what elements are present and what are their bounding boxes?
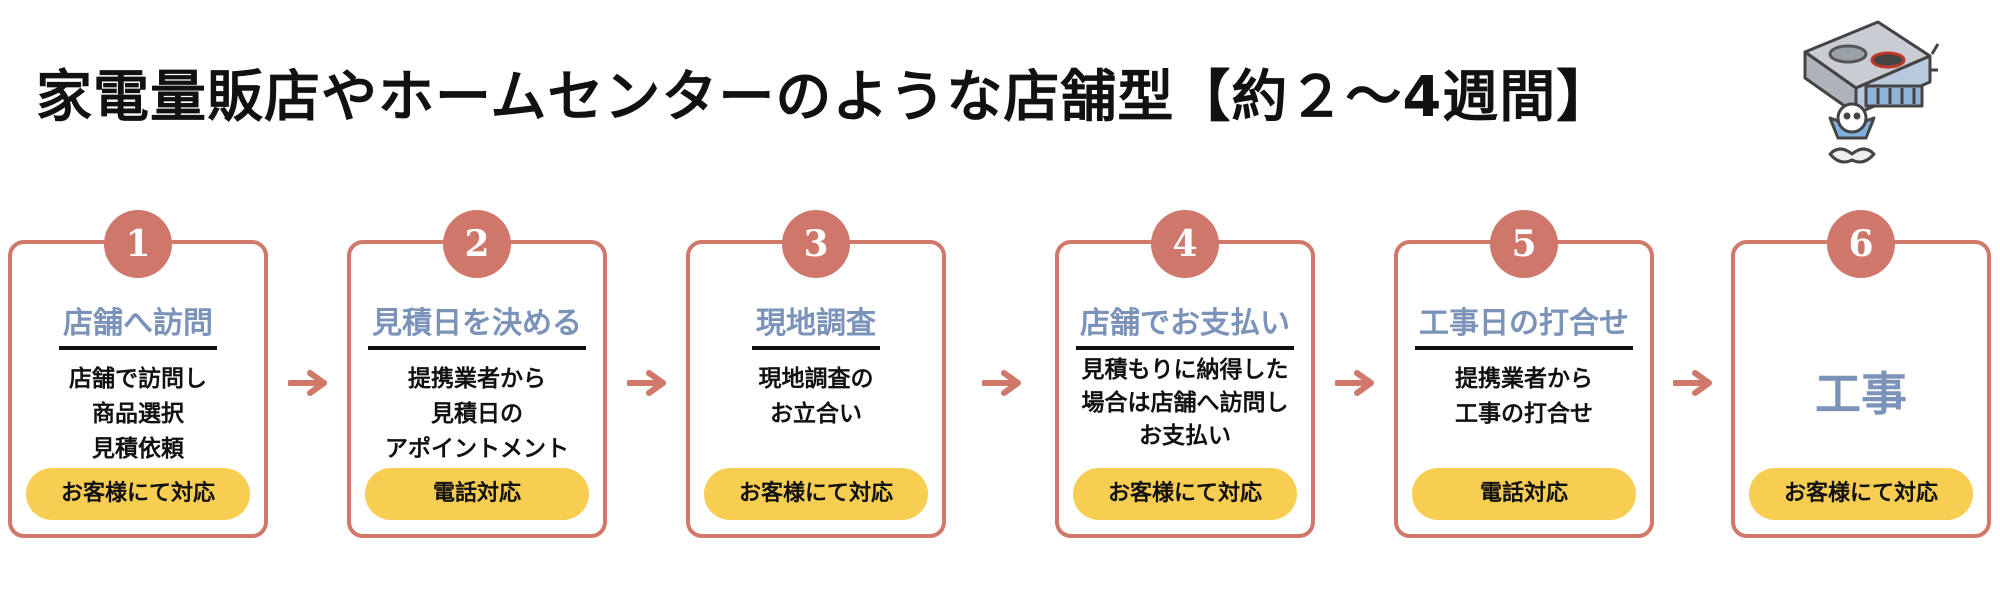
- step-description: 店舗で訪問し 商品選択 見積依頼: [12, 362, 264, 467]
- step-card-3: 3 現地調査 現地調査の お立合い お客様にて対応: [686, 210, 946, 538]
- step-number-badge: 6: [1827, 210, 1895, 278]
- step-description-line: 見積日の: [431, 401, 523, 427]
- step-description-line: 見積もりに納得した: [1081, 357, 1289, 383]
- step-card-6: 6 工事 お客様にて対応: [1731, 210, 1991, 538]
- step-description-line: 現地調査の: [758, 366, 874, 392]
- step-heading: 店舗でお支払い: [1076, 304, 1294, 350]
- step-description: 見積もりに納得した 場合は店舗へ訪問し お支払い: [1059, 354, 1311, 453]
- step-heading: 工事日の打合せ: [1415, 304, 1633, 350]
- step-description-line: お支払い: [1139, 423, 1231, 449]
- step-description-line: 提携業者から: [1455, 366, 1593, 392]
- step-number-badge: 4: [1151, 210, 1219, 278]
- step-card-5: 5 工事日の打合せ 提携業者から 工事の打合せ 電話対応: [1394, 210, 1654, 538]
- step-description: 提携業者から 工事の打合せ: [1398, 362, 1650, 432]
- responder-pill: お客様にて対応: [1749, 468, 1973, 520]
- arrow-right-icon: [288, 370, 327, 396]
- step-description-line: 工事の打合せ: [1455, 401, 1593, 427]
- step-card-4: 4 店舗でお支払い 見積もりに納得した 場合は店舗へ訪問し お支払い お客様にて…: [1055, 210, 1315, 538]
- step-heading: 現地調査: [752, 304, 880, 350]
- step-description-line: お立合い: [770, 401, 862, 427]
- step-description: 提携業者から 見積日の アポイントメント: [351, 362, 603, 467]
- step-description-line: 見積依頼: [92, 436, 184, 462]
- step-number-badge: 3: [782, 210, 850, 278]
- step-description-line: 場合は店舗へ訪問し: [1081, 390, 1289, 416]
- step-description: 現地調査の お立合い: [690, 362, 942, 432]
- step-description-line: アポイントメント: [385, 436, 569, 462]
- arrow-right-icon: [1673, 370, 1712, 396]
- step-heading: 店舗へ訪問: [59, 304, 217, 350]
- step-description-line: 提携業者から: [408, 366, 546, 392]
- responder-pill: お客様にて対応: [704, 468, 928, 520]
- step-description-line: 店舗で訪問し: [69, 366, 207, 392]
- step-description-line: 商品選択: [92, 401, 184, 427]
- step-card-2: 2 見積日を決める 提携業者から 見積日の アポイントメント 電話対応: [347, 210, 607, 538]
- step-heading: 工事: [1815, 367, 1907, 421]
- arrow-right-icon: [627, 370, 666, 396]
- step-number-badge: 5: [1490, 210, 1558, 278]
- responder-pill: 電話対応: [365, 468, 589, 520]
- step-heading: 見積日を決める: [368, 304, 586, 350]
- responder-pill: お客様にて対応: [1073, 468, 1297, 520]
- arrow-right-icon: [1335, 370, 1374, 396]
- step-number-badge: 1: [104, 210, 172, 278]
- page-title: 家電量販店やホームセンターのような店舗型【約２〜4週間】: [36, 65, 1614, 130]
- arrow-right-icon: [982, 370, 1021, 396]
- step-card-1: 1 店舗へ訪問 店舗で訪問し 商品選択 見積依頼 お客様にて対応: [8, 210, 268, 538]
- step-number-badge: 2: [443, 210, 511, 278]
- responder-pill: お客様にて対応: [26, 468, 250, 520]
- stove-hood-mascot-icon: [1803, 20, 1940, 164]
- responder-pill: 電話対応: [1412, 468, 1636, 520]
